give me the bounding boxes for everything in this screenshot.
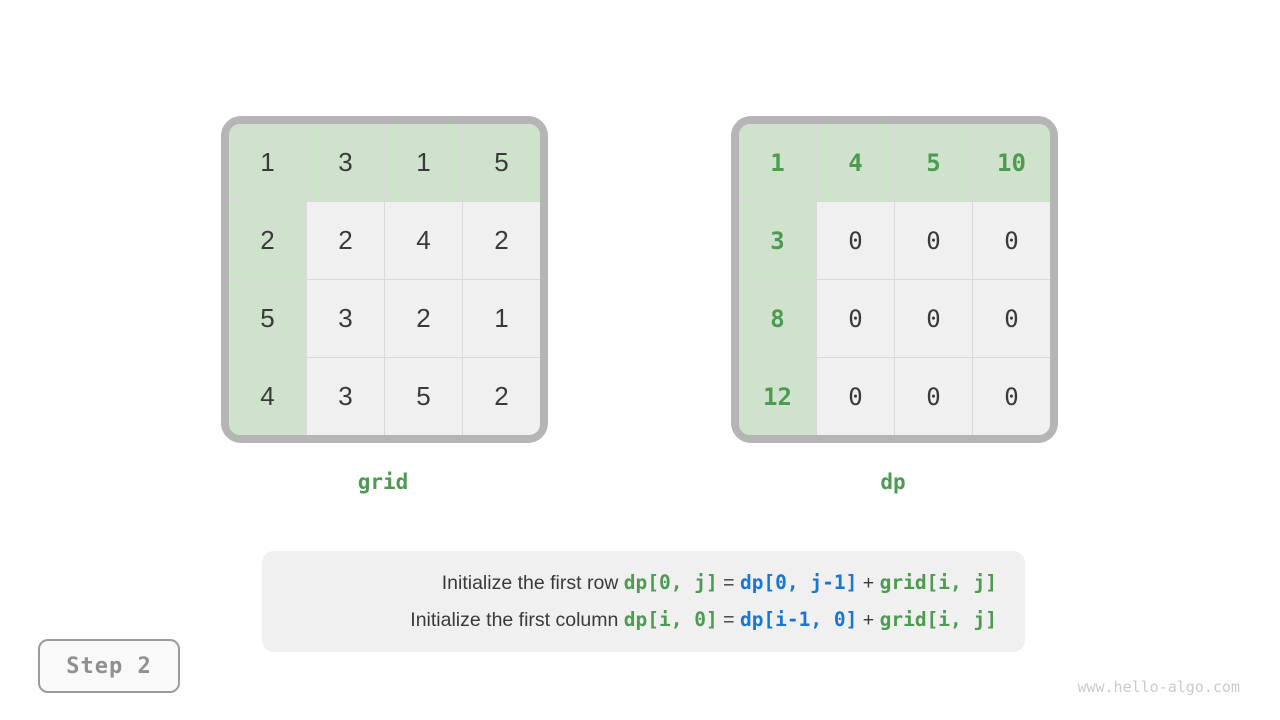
dp-matrix-frame: 1 4 5 10 3 0 0 0 8 0 0 0 12 0 0 0 bbox=[731, 116, 1058, 443]
matrix-cell-value: 5 bbox=[260, 303, 275, 333]
matrix-cell-value: 3 bbox=[338, 381, 353, 411]
matrix-cell-value: 4 bbox=[416, 225, 431, 255]
matrix-cell-value: 1 bbox=[416, 147, 431, 177]
matrix-cell-value: 0 bbox=[1004, 382, 1019, 411]
matrix-cell-value: 8 bbox=[770, 304, 785, 333]
caption-text: Initialize the first column bbox=[410, 608, 624, 631]
step-badge-label: Step 2 bbox=[66, 653, 152, 679]
matrix-cell-value: 0 bbox=[1004, 304, 1019, 333]
matrix-cell-value: 5 bbox=[416, 381, 431, 411]
matrix-cell: 5 bbox=[895, 124, 972, 201]
caption-code-green: dp[0, j] bbox=[623, 571, 718, 595]
matrix-cell: 2 bbox=[307, 202, 384, 279]
matrix-cell-value: 0 bbox=[848, 382, 863, 411]
matrix-cell: 5 bbox=[229, 280, 306, 357]
caption-text: Initialize the first row bbox=[441, 572, 624, 595]
matrix-cell-value: 5 bbox=[926, 148, 941, 177]
matrix-cell-value: 5 bbox=[494, 147, 509, 177]
matrix-cell: 1 bbox=[739, 124, 816, 201]
caption-code-green: dp[i, 0] bbox=[623, 607, 718, 631]
matrix-cell-value: 3 bbox=[770, 226, 785, 255]
matrix-cell-value: 10 bbox=[997, 148, 1026, 177]
step-badge: Step 2 bbox=[38, 639, 180, 693]
caption-box: Initialize the first row dp[0, j] = dp[0… bbox=[262, 551, 1025, 652]
grid-matrix-label: grid bbox=[357, 470, 409, 494]
matrix-cell: 2 bbox=[385, 280, 462, 357]
watermark: www.hello-algo.com bbox=[1077, 678, 1240, 696]
caption-text: = bbox=[717, 572, 740, 595]
matrix-cell-value: 0 bbox=[926, 304, 941, 333]
matrix-cell-value: 0 bbox=[848, 226, 863, 255]
caption-code-blue: dp[i-1, 0] bbox=[739, 607, 858, 631]
matrix-cell: 1 bbox=[229, 124, 306, 201]
matrix-cell: 3 bbox=[307, 280, 384, 357]
matrix-cell: 0 bbox=[895, 358, 972, 435]
matrix-cell: 2 bbox=[463, 358, 540, 435]
grid-matrix: 1 3 1 5 2 2 4 2 5 3 2 1 4 3 5 2 bbox=[229, 124, 540, 435]
matrix-cell: 0 bbox=[895, 202, 972, 279]
matrix-cell: 1 bbox=[385, 124, 462, 201]
matrix-cell: 0 bbox=[973, 202, 1050, 279]
matrix-cell: 2 bbox=[463, 202, 540, 279]
matrix-cell: 4 bbox=[817, 124, 894, 201]
matrix-cell-value: 1 bbox=[494, 303, 509, 333]
dp-matrix: 1 4 5 10 3 0 0 0 8 0 0 0 12 0 0 0 bbox=[739, 124, 1050, 435]
dp-matrix-label: dp bbox=[880, 470, 906, 494]
matrix-cell-value: 2 bbox=[260, 225, 275, 255]
grid-matrix-frame: 1 3 1 5 2 2 4 2 5 3 2 1 4 3 5 2 bbox=[221, 116, 548, 443]
matrix-cell-value: 0 bbox=[848, 304, 863, 333]
matrix-cell: 0 bbox=[973, 358, 1050, 435]
matrix-cell-value: 1 bbox=[770, 148, 785, 177]
matrix-cell-value: 2 bbox=[416, 303, 431, 333]
matrix-cell-value: 0 bbox=[1004, 226, 1019, 255]
matrix-cell-value: 4 bbox=[260, 381, 275, 411]
matrix-cell-value: 12 bbox=[763, 382, 792, 411]
matrix-cell: 10 bbox=[973, 124, 1050, 201]
caption-text: = bbox=[717, 608, 740, 631]
caption-code-green: grid[i, j] bbox=[879, 571, 997, 595]
matrix-cell: 4 bbox=[385, 202, 462, 279]
matrix-cell: 8 bbox=[739, 280, 816, 357]
matrix-cell: 3 bbox=[307, 358, 384, 435]
matrix-cell: 0 bbox=[895, 280, 972, 357]
caption-text: + bbox=[857, 608, 880, 631]
matrix-cell-value: 2 bbox=[494, 225, 509, 255]
matrix-cell-value: 0 bbox=[926, 382, 941, 411]
matrix-cell: 3 bbox=[307, 124, 384, 201]
caption-code-blue: dp[0, j-1] bbox=[739, 571, 858, 595]
caption-line-first-column: Initialize the first column dp[i, 0] = d… bbox=[410, 608, 997, 632]
matrix-cell: 0 bbox=[817, 358, 894, 435]
matrix-cell: 0 bbox=[817, 202, 894, 279]
matrix-cell: 3 bbox=[739, 202, 816, 279]
matrix-cell-value: 3 bbox=[338, 303, 353, 333]
matrix-cell: 5 bbox=[463, 124, 540, 201]
caption-line-first-row: Initialize the first row dp[0, j] = dp[0… bbox=[442, 571, 997, 595]
caption-code-green: grid[i, j] bbox=[879, 607, 997, 631]
caption-text: + bbox=[857, 572, 880, 595]
matrix-cell-value: 2 bbox=[494, 381, 509, 411]
matrix-cell-value: 2 bbox=[338, 225, 353, 255]
matrix-cell-value: 4 bbox=[848, 148, 863, 177]
matrix-cell: 4 bbox=[229, 358, 306, 435]
matrix-cell-value: 1 bbox=[260, 147, 275, 177]
matrix-cell: 0 bbox=[817, 280, 894, 357]
matrix-cell: 2 bbox=[229, 202, 306, 279]
matrix-cell: 1 bbox=[463, 280, 540, 357]
matrix-cell: 12 bbox=[739, 358, 816, 435]
matrix-cell: 0 bbox=[973, 280, 1050, 357]
matrix-cell-value: 0 bbox=[926, 226, 941, 255]
matrix-cell-value: 3 bbox=[338, 147, 353, 177]
matrix-cell: 5 bbox=[385, 358, 462, 435]
